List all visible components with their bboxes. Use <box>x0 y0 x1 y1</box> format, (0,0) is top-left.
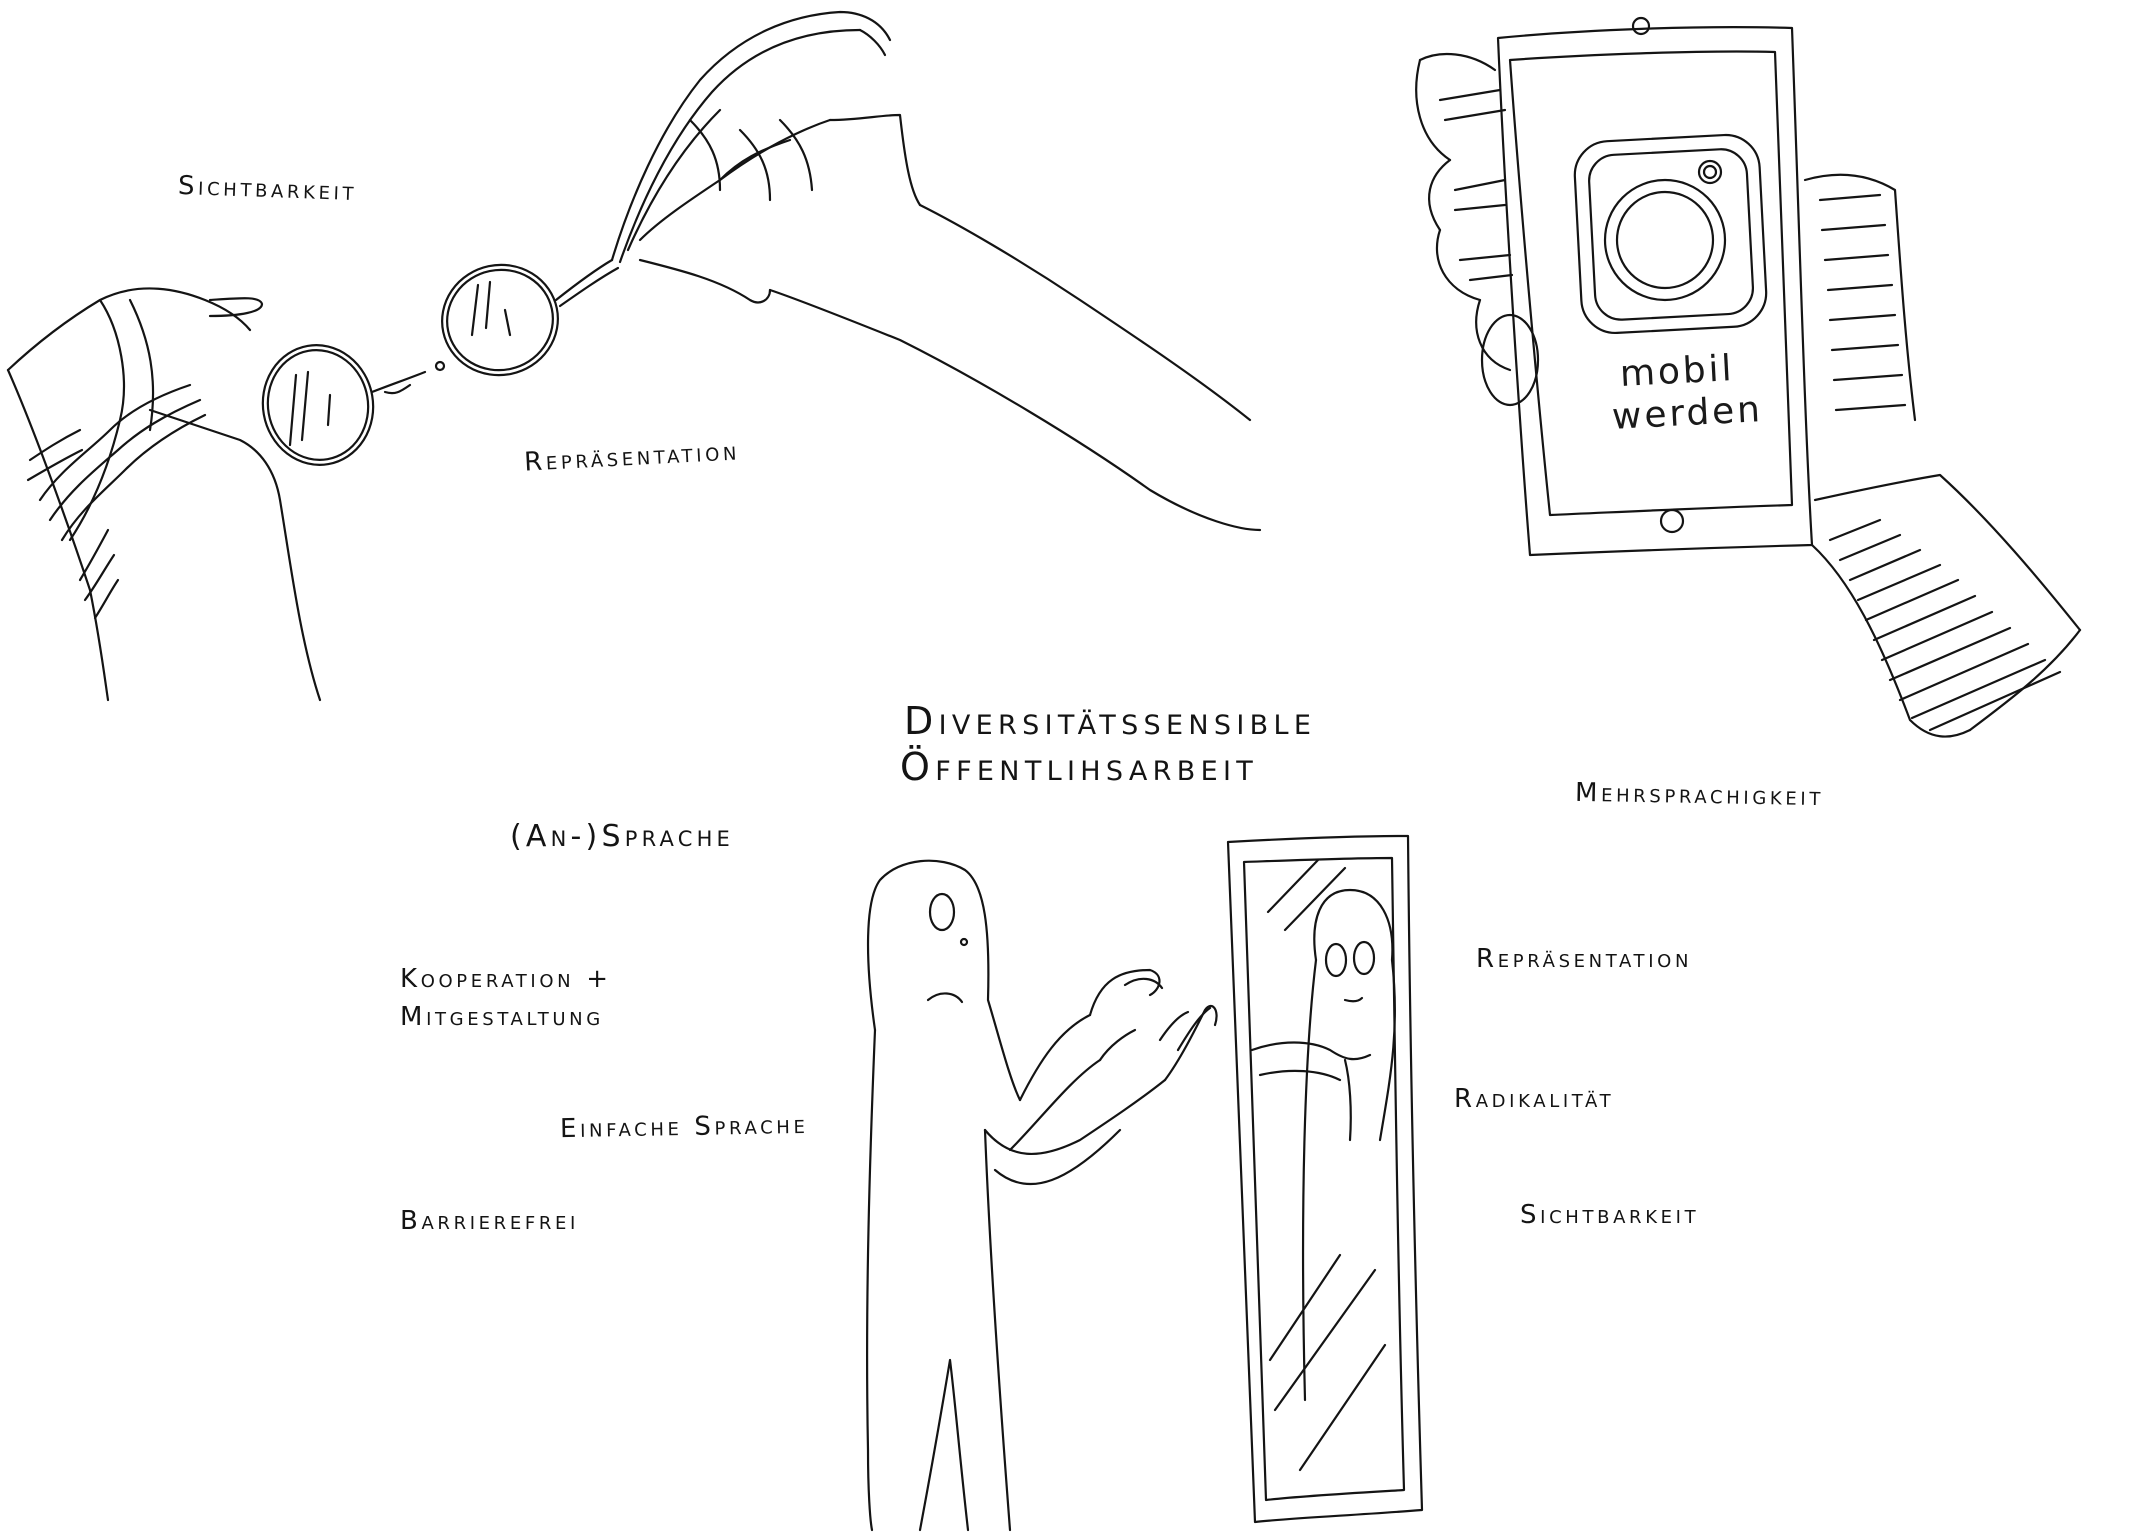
glasses-sketch-icon <box>8 12 1260 700</box>
phone-text-werden: werden <box>1611 389 1764 438</box>
label-sichtbarkeit-right: Sichtbarkeit <box>1520 1200 1700 1230</box>
label-repraesentation-right: Repräsentation <box>1476 944 1693 974</box>
person-mirror-sketch-icon <box>867 836 1422 1530</box>
title-line2: Öffentlihsarbeit <box>900 745 1259 789</box>
phone-text-mobil: mobil <box>1618 348 1736 395</box>
label-sichtbarkeit-top: Sichtbarkeit <box>177 170 358 208</box>
label-kooperation-line2: Mitgestaltung <box>400 1002 604 1032</box>
label-einfache-sprache: Einfache Sprache <box>559 1109 809 1145</box>
label-ansprache: (An-)Sprache <box>510 819 735 854</box>
label-barrierefrei: Barrierefrei <box>400 1206 579 1236</box>
title-line1: Diversitätssensible <box>904 699 1317 743</box>
label-mehrsprachigkeit: Mehrsprachigkeit <box>1574 777 1825 813</box>
smartphone-sketch-icon <box>1416 18 2080 737</box>
label-radikalitaet: Radikalität <box>1454 1084 1615 1114</box>
label-kooperation-line1: Kooperation + <box>400 964 612 994</box>
